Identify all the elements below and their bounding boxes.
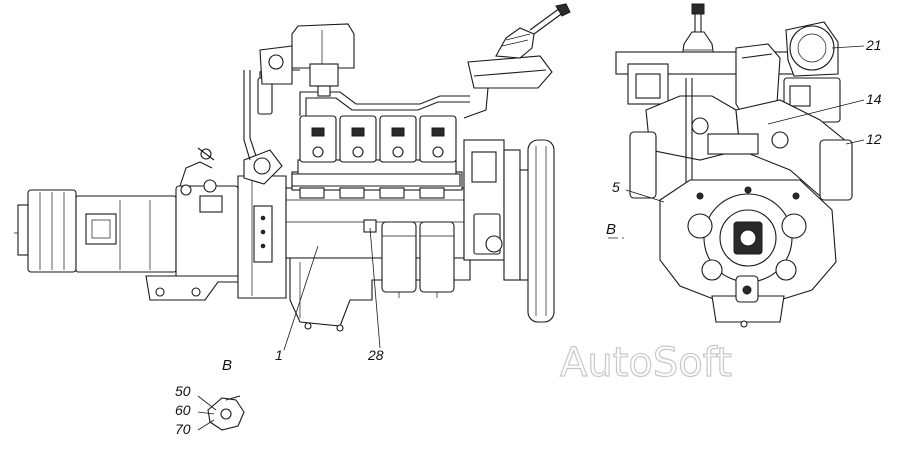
gearbox [17, 147, 239, 301]
front-timing-cover [659, 179, 837, 328]
fuel-filter-2 [419, 221, 455, 293]
callout-1: 1 [275, 347, 283, 363]
detail-view-label: B [222, 357, 232, 374]
cylinder-heads [291, 115, 461, 199]
leader-14 [767, 99, 865, 125]
callout-70: 70 [175, 421, 191, 437]
callout-12: 12 [866, 131, 882, 147]
callout-14: 14 [866, 91, 882, 107]
detail-view-b: B 50 60 70 [175, 357, 245, 437]
leader-5 [625, 189, 665, 203]
shift-lever [463, 3, 571, 119]
callout-5: 5 [612, 179, 620, 195]
front-cylinder-heads [629, 78, 853, 201]
callout-50: 50 [175, 383, 191, 399]
engine-side-view: 1 28 [14, 3, 571, 363]
front-end-accessories [363, 139, 555, 323]
callout-28: 28 [367, 347, 384, 363]
crankshaft-pulley [527, 139, 555, 323]
engine-front-view: 21 14 12 5 B [606, 3, 882, 328]
leader-12 [845, 139, 865, 145]
section-marker-b: B [606, 221, 616, 238]
fuel-filter-1 [381, 221, 417, 293]
leader-28 [369, 227, 381, 349]
leader-21 [831, 45, 865, 49]
flywheel-housing [237, 149, 287, 299]
callout-21: 21 [865, 37, 882, 53]
watermark: AutoSoft [560, 340, 732, 386]
leader-1 [283, 245, 319, 351]
air-cleaner [259, 23, 355, 97]
callout-60: 60 [175, 402, 191, 418]
